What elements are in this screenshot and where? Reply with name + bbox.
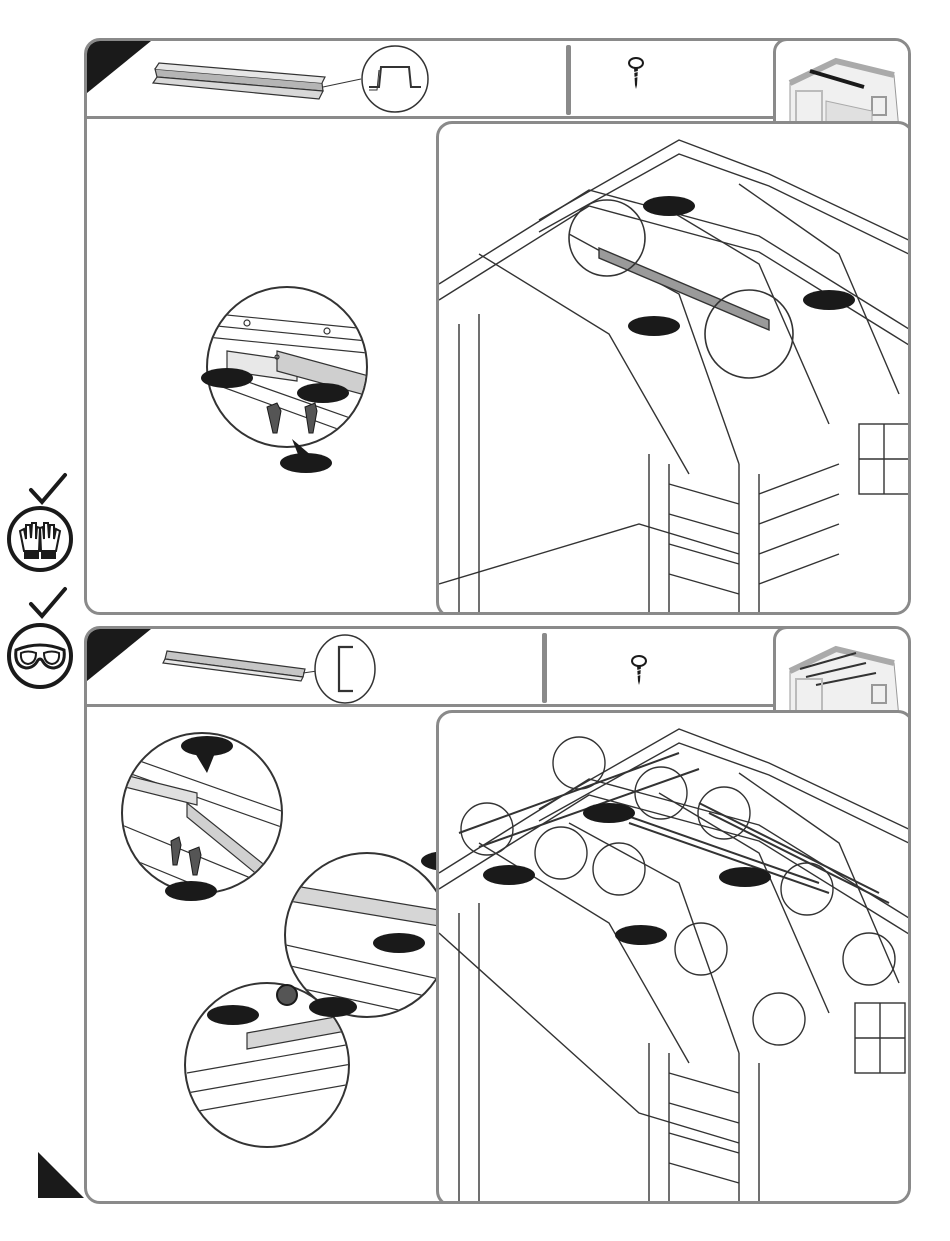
gloves-icon — [6, 505, 74, 573]
c-profile-detail — [311, 629, 391, 707]
screw-icon — [622, 41, 662, 119]
header-divider — [566, 45, 571, 115]
screw-icon — [625, 629, 665, 707]
step-panel-ridge-beam — [84, 38, 911, 615]
page-corner-flag — [38, 1152, 84, 1198]
goggles-icon — [6, 622, 74, 690]
shed-roof-illustration — [436, 710, 911, 1204]
detail-callout-ridge-mount — [127, 171, 457, 611]
callout-marker — [297, 383, 349, 403]
c-channel-beam-part — [157, 629, 457, 707]
shed-roof-illustration — [436, 121, 911, 615]
step-number-flag — [87, 629, 157, 684]
detail-callouts-purlins — [107, 713, 457, 1204]
check-mark-icon — [28, 586, 68, 620]
callout-marker — [201, 368, 253, 388]
check-mark-icon — [28, 472, 68, 506]
hat-profile-detail — [359, 41, 439, 119]
header-divider — [542, 633, 547, 703]
step-panel-purlins — [84, 626, 911, 1204]
